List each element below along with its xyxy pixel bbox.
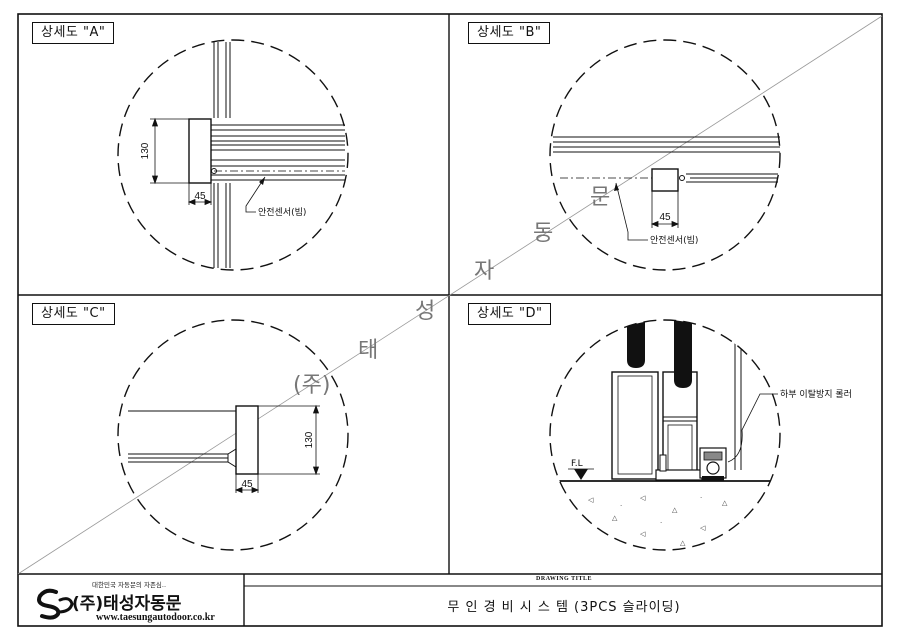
drawing-title: 무 인 경 비 시 스 템 (3PCS 슬라이딩): [447, 600, 681, 615]
company-website: www.taesungautodoor.co.kr: [96, 612, 215, 623]
detail-c-height-value: 130: [304, 431, 315, 448]
detail-c-width-dimension: [234, 474, 260, 494]
detail-d-floor-slab: [550, 480, 780, 550]
watermark-char-4: 자: [474, 259, 494, 284]
detail-d-left-panel: [611, 371, 659, 480]
detail-c: 130 45: [117, 319, 349, 551]
svg-text:△: △: [612, 514, 618, 522]
detail-c-width-value: 45: [241, 479, 253, 490]
detail-b-callout-leader: [615, 182, 648, 241]
detail-b-sensor-block: [651, 168, 679, 192]
detail-d-floor-marker: [574, 469, 588, 480]
detail-d-left-panel-inner: [617, 375, 653, 475]
svg-text:△: △: [598, 534, 604, 542]
detail-a-callout-arrow: [259, 177, 265, 185]
detail-a-width-value: 45: [194, 191, 206, 202]
detail-d-guide-pin: [659, 454, 667, 472]
watermark-char-1: (주): [293, 373, 330, 398]
detail-d-tag: 상세도 "D": [468, 303, 552, 325]
detail-c-sensor-block: [235, 405, 259, 475]
company-name: (주)태성자동문: [72, 594, 182, 614]
svg-text:·: ·: [735, 534, 737, 542]
detail-c-circle: [117, 319, 349, 551]
detail-b-width-dimension: [650, 191, 680, 228]
detail-b-lower-rails: [686, 173, 778, 183]
detail-c-height-dimension: [258, 404, 320, 476]
detail-d: ◁△◁ △◁△ △◁△ ◁·· ···: [549, 319, 852, 551]
detail-b-circle: [549, 39, 781, 271]
detail-d-roller-base: [702, 476, 724, 481]
svg-text:◁: ◁: [640, 494, 646, 502]
detail-a-sensor-lens: [211, 168, 217, 174]
svg-text:·: ·: [620, 502, 622, 510]
detail-b-width-value: 45: [659, 212, 671, 223]
detail-b-tag: 상세도 "B": [468, 22, 551, 44]
logo-s-mark: [37, 588, 61, 620]
svg-text:△: △: [680, 539, 686, 547]
detail-a-tag: 상세도 "A": [32, 22, 115, 44]
detail-a-height-dimension: [150, 117, 189, 185]
company-logo: [37, 588, 74, 620]
sheet-border: [17, 13, 883, 627]
detail-d-roller-wheel: [706, 461, 720, 475]
detail-b-sensor-lens: [679, 175, 685, 181]
watermark-char-3: 성: [415, 299, 435, 324]
watermark-char-6: 문: [590, 185, 610, 210]
detail-c-rails: [128, 410, 236, 463]
svg-text:◁: ◁: [700, 524, 706, 532]
detail-d-floor-label: F.L: [571, 459, 583, 469]
svg-text:◁: ◁: [588, 496, 594, 504]
detail-d-roller-top: [703, 451, 723, 461]
svg-text:◁: ◁: [640, 530, 646, 538]
detail-b-upper-rails: [553, 136, 780, 153]
watermark-char-2: 태: [358, 338, 378, 363]
drawing-title-label: DRAWING TITLE: [536, 576, 592, 582]
watermark-char-5: 동: [533, 221, 553, 246]
svg-text:△: △: [672, 506, 678, 514]
company-tagline: 대한민국 자동문의 자존심..: [92, 581, 167, 589]
detail-a-callout-leader: [245, 176, 266, 213]
watermark-diagonal-line: [17, 15, 883, 575]
detail-d-callout-label: 하부 이탈방지 롤러: [780, 389, 852, 400]
detail-d-callout-leader: [727, 393, 778, 463]
svg-text:·: ·: [660, 519, 662, 527]
detail-a-width-dimension: [187, 183, 213, 206]
detail-a-vertical-frame: [213, 42, 231, 268]
detail-b-callout-label: 안전센서(빔): [650, 235, 698, 246]
detail-d-section: ◁△◁ △◁△ △◁△ ◁·· ···: [550, 320, 780, 550]
detail-d-right-glass: [674, 320, 692, 388]
logo-swoosh: [56, 597, 74, 614]
detail-b-callout-arrow: [614, 183, 619, 191]
svg-text:△: △: [722, 499, 728, 507]
detail-d-circle: [549, 319, 781, 551]
detail-d-right-panel: [662, 371, 698, 480]
detail-a-sensor-block: [188, 118, 212, 184]
detail-c-sensor-lens: [227, 448, 237, 468]
detail-a-height-value: 130: [140, 142, 151, 159]
watermark: (주) 태 성 자 동 문: [293, 185, 610, 398]
detail-b: 45 안전센서(빔): [549, 39, 781, 271]
detail-a-callout-label: 안전센서(빔): [258, 207, 306, 218]
detail-a-rails: [210, 124, 345, 181]
detail-d-left-glass: [627, 320, 645, 368]
svg-text:·: ·: [700, 494, 702, 502]
detail-a-circle: [117, 39, 349, 271]
detail-c-tag: 상세도 "C": [32, 303, 115, 325]
detail-a: 130 45 안전센서(빔): [117, 39, 349, 271]
